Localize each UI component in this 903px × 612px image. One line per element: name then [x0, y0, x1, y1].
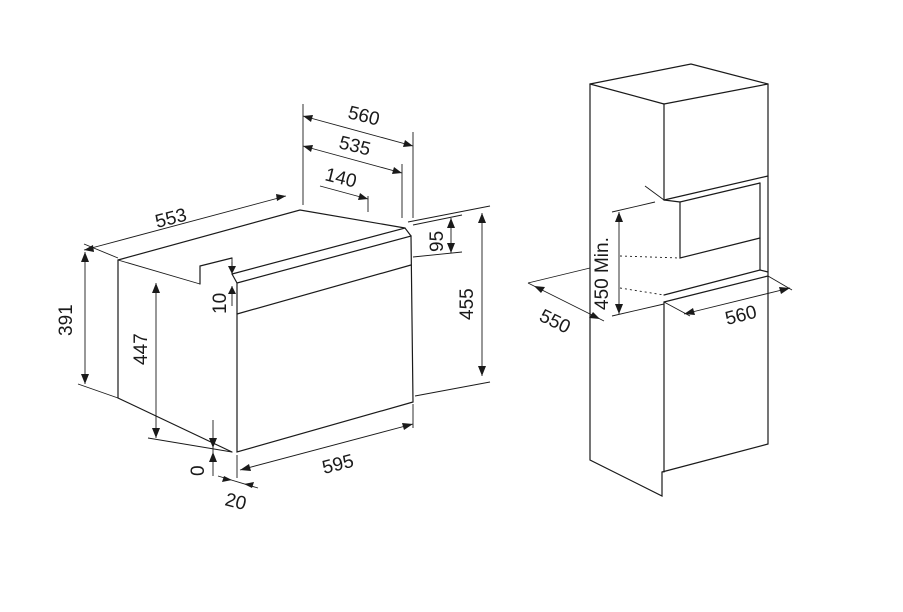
oven-control-panel-line: [236, 264, 412, 315]
dim-0-label: 0: [188, 465, 209, 476]
dim-20-label: 20: [223, 489, 249, 514]
dim-391-label: 391: [56, 304, 77, 336]
dim-550-label: 550: [536, 306, 574, 339]
cabinet-outline: [589, 63, 769, 473]
cabinet-dimension-lines: [527, 201, 793, 322]
oven-body-top: [117, 209, 406, 261]
oven-drawing: [117, 209, 414, 453]
dim-447-label: 447: [131, 333, 152, 365]
dim-560-label: 560: [346, 102, 382, 130]
niche-floor: [663, 269, 769, 296]
dim-595-label: 595: [320, 451, 356, 479]
niche-back: [679, 201, 761, 259]
dim-10-label: 10: [210, 293, 231, 314]
oven-dimension-lines: [77, 104, 491, 489]
dim-95-label: 95: [427, 231, 448, 252]
dim-450-min-label: 450 Min.: [592, 237, 613, 310]
cabinet-drawing: [589, 63, 769, 497]
dim-455-label: 455: [457, 288, 478, 320]
dim-560-cabinet-label: 560: [723, 302, 759, 330]
dim-553-label: 553: [153, 205, 189, 233]
cabinet-left-panel: [589, 83, 663, 497]
oven-top-edge: [231, 227, 412, 275]
oven-front-face: [236, 235, 414, 453]
